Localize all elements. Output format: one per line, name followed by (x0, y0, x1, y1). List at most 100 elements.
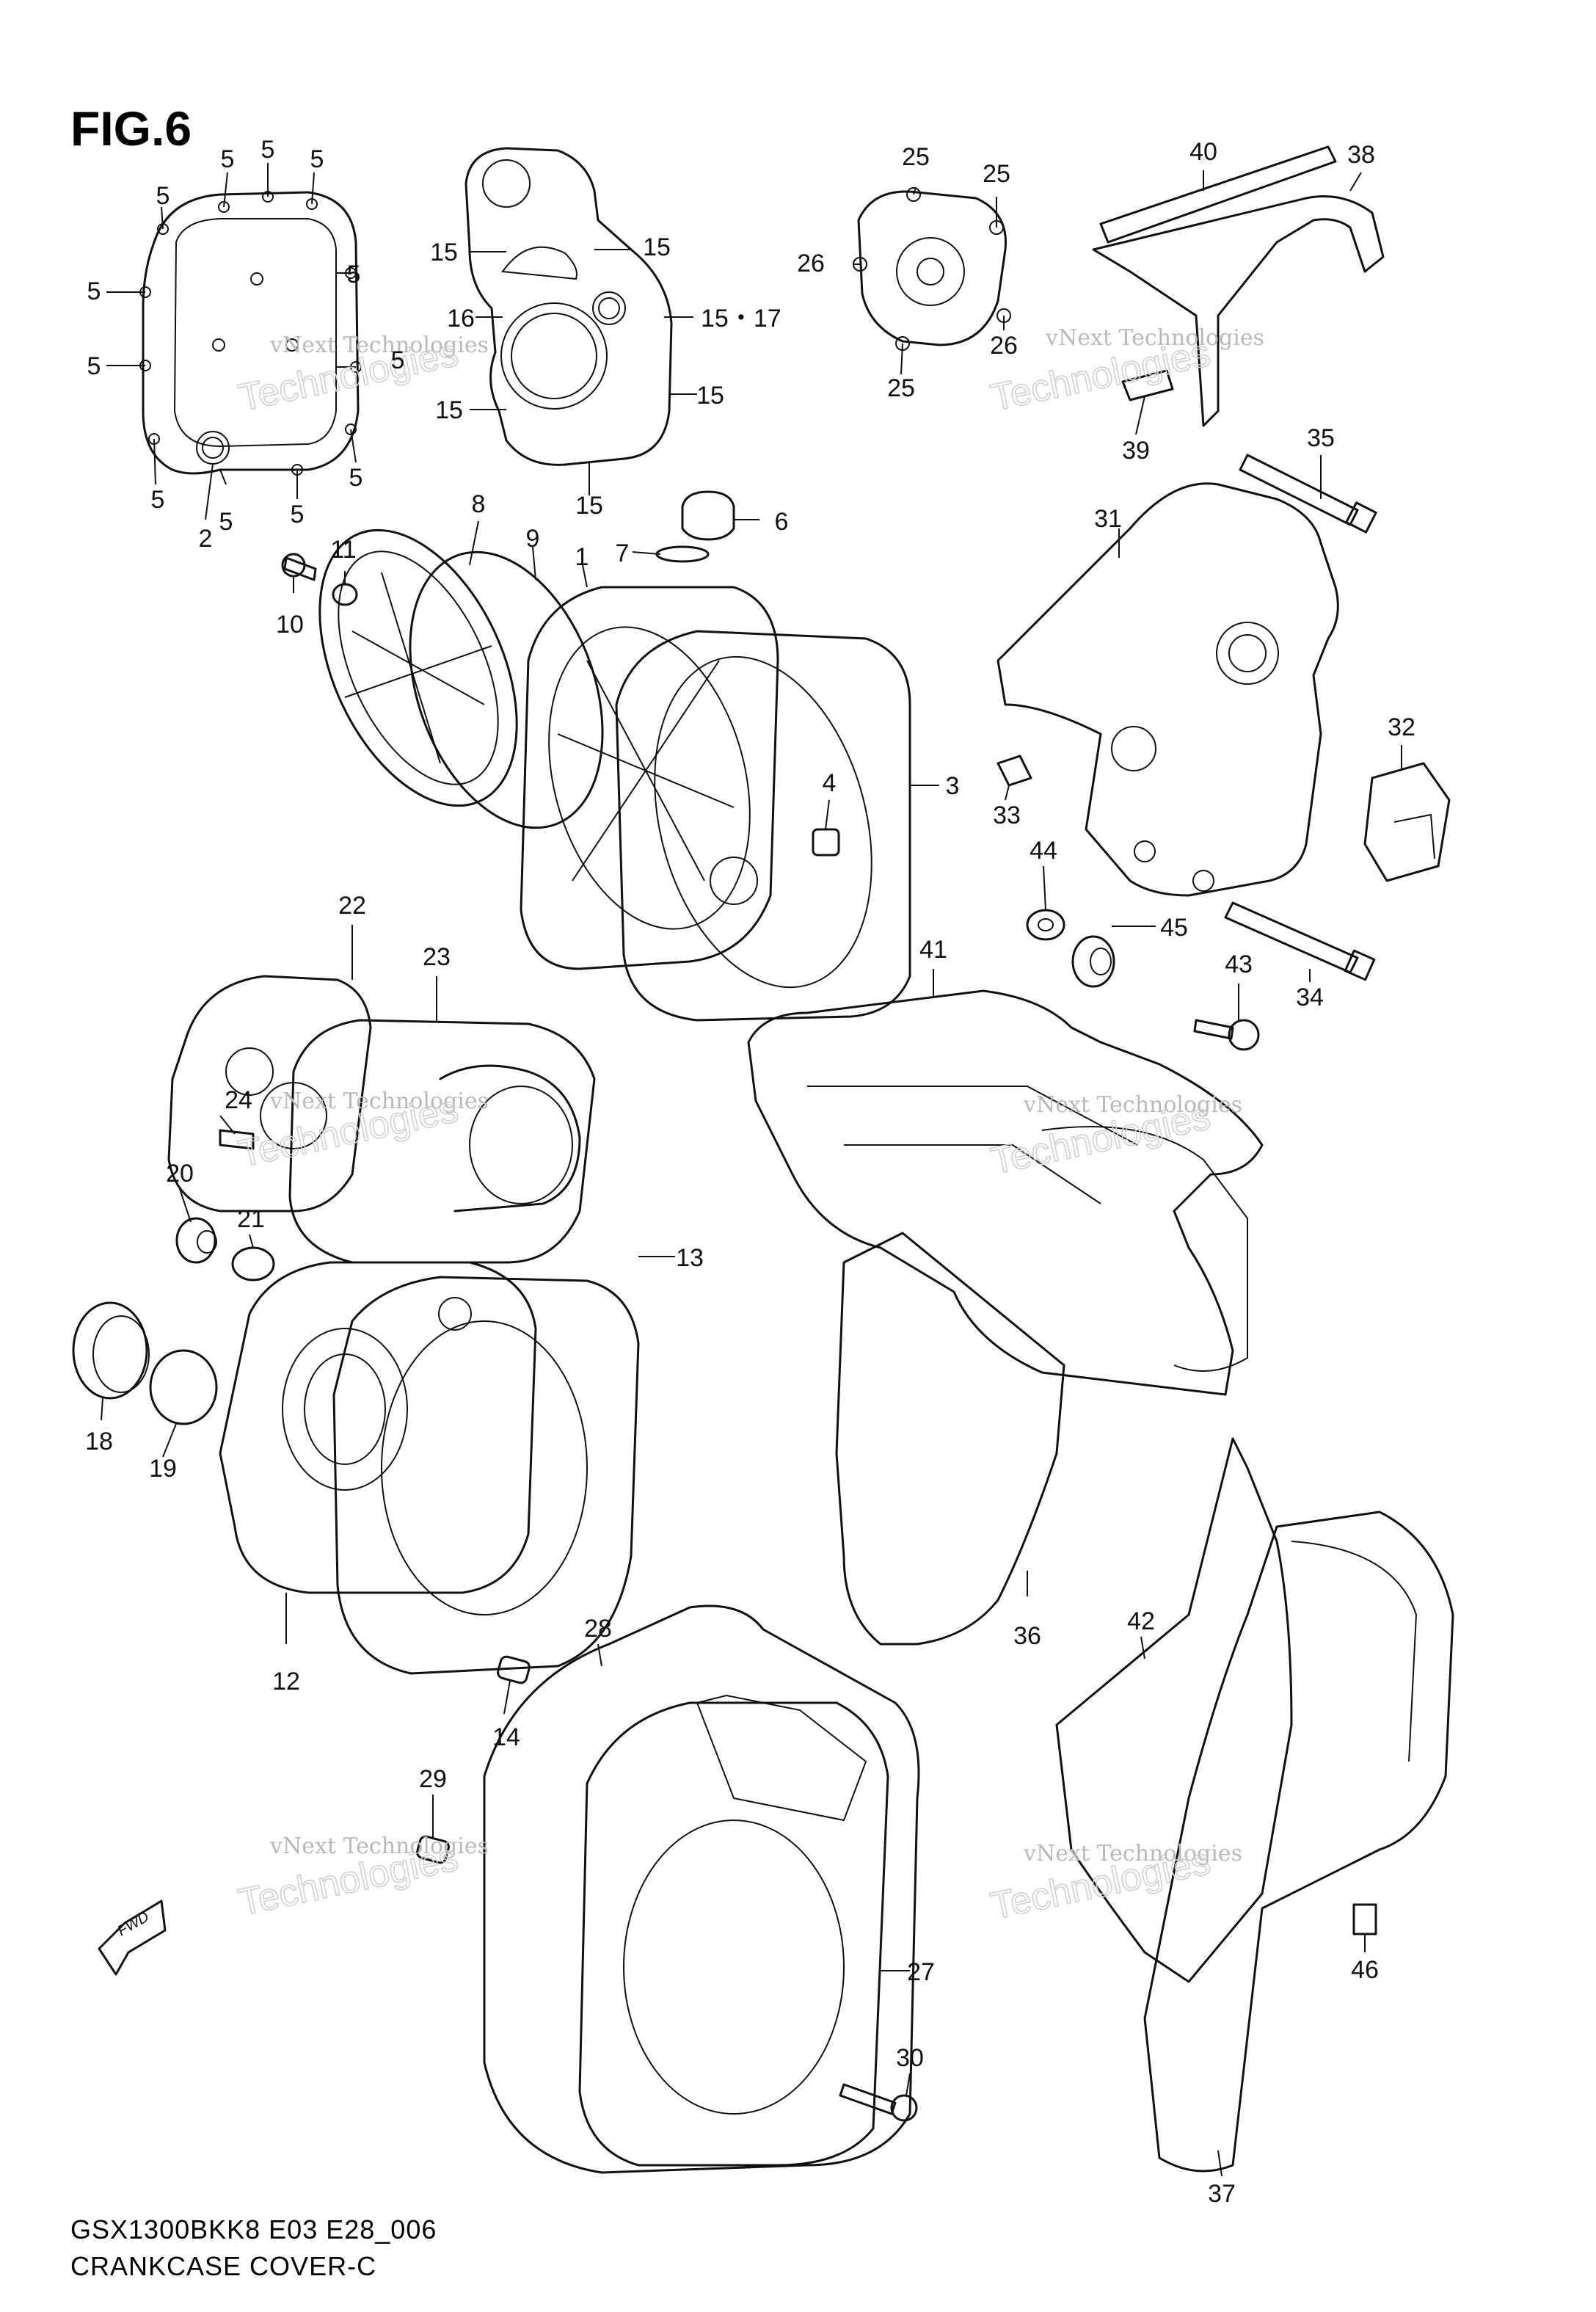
svg-text:vNext Technologies: vNext Technologies (1023, 1841, 1242, 1866)
o-ring-19[interactable] (149, 1349, 218, 1425)
callout-4: 4 (823, 769, 837, 797)
callout-15: 15 (643, 233, 671, 261)
callout-5: 5 (310, 145, 324, 173)
callout-2: 2 (199, 525, 213, 553)
callout-5: 5 (151, 486, 165, 514)
spacer-39[interactable] (1121, 369, 1174, 401)
section-name: CRANKCASE COVER-C (70, 2251, 376, 2281)
gasket-3[interactable] (615, 630, 911, 1022)
o-ring-7[interactable] (655, 545, 710, 563)
callout-25: 25 (983, 160, 1010, 188)
callout-37: 37 (1208, 2180, 1236, 2208)
washer-44[interactable] (1026, 909, 1065, 941)
clip-46[interactable] (1352, 1903, 1377, 1935)
plate-8[interactable] (280, 499, 556, 837)
plug-20[interactable] (175, 1217, 217, 1264)
callout-15: 15 (435, 396, 463, 424)
oil-filler-cap-6[interactable] (681, 490, 735, 541)
svg-text:vNext Technologies: vNext Technologies (269, 1833, 489, 1859)
screw-43[interactable] (1193, 1019, 1260, 1051)
pin-24[interactable] (219, 1129, 255, 1150)
callout-11: 11 (330, 536, 356, 564)
callout-30: 30 (896, 2044, 924, 2072)
cover-12[interactable] (219, 1261, 537, 1594)
callout-25: 25 (887, 374, 915, 402)
watermark: vNext Technologies Technologies vNext Te… (235, 325, 1264, 1929)
figure-title: FIG.6 (70, 101, 192, 156)
callout-23: 23 (423, 943, 451, 971)
callout-5: 5 (347, 261, 361, 288)
grommet-45[interactable] (1071, 935, 1115, 988)
callout-5: 5 (221, 145, 235, 173)
svg-text:vNext Technologies: vNext Technologies (269, 332, 489, 358)
clutch-cover-inner-1[interactable] (517, 586, 781, 970)
callout-5: 5 (261, 136, 275, 164)
callout-5: 5 (291, 501, 305, 528)
callout-5: 5 (219, 508, 233, 536)
frame-bracket-31[interactable] (996, 482, 1339, 897)
spacer-33[interactable] (996, 755, 1032, 787)
callout-15: 15 (575, 492, 603, 520)
callout-29: 29 (419, 1765, 447, 1793)
side-cover-37[interactable] (1143, 1511, 1454, 2173)
callout-15: 15 (696, 382, 724, 410)
bolt-34[interactable] (1224, 901, 1376, 981)
gasket-9[interactable] (375, 526, 638, 855)
nut-11[interactable] (332, 583, 358, 606)
callout-9: 9 (526, 525, 540, 553)
bolt-10[interactable] (281, 553, 317, 581)
support-bracket-38[interactable] (1092, 195, 1385, 427)
frame-cover-36[interactable] (835, 1126, 1248, 1646)
rubber-mount-32[interactable] (1363, 762, 1451, 882)
fwd-arrow-icon: FWD (98, 1900, 167, 1976)
gasket-13[interactable] (332, 1276, 640, 1675)
callout-31: 31 (1094, 505, 1122, 533)
seal-strip-40[interactable] (1099, 145, 1337, 244)
callout-22: 22 (338, 892, 366, 920)
engine-side-cover-41[interactable] (747, 989, 1264, 1396)
dowel-pin-29[interactable] (416, 1835, 450, 1864)
callout-26: 26 (990, 332, 1018, 360)
callout-44: 44 (1030, 837, 1057, 865)
callout-25: 25 (902, 143, 930, 171)
callout-40: 40 (1189, 138, 1217, 166)
o-ring-21[interactable] (231, 1246, 275, 1282)
gasket-28[interactable] (483, 1604, 920, 2174)
svg-text:vNext Technologies: vNext Technologies (1023, 1092, 1242, 1118)
model-code: GSX1300BKK8 E03 E28_006 (70, 2214, 437, 2244)
callout-21: 21 (237, 1205, 265, 1233)
fwd-label: FWD (115, 1909, 152, 1940)
callout-5: 5 (87, 352, 101, 380)
callout-10: 10 (276, 611, 304, 639)
bolt-30[interactable] (839, 2083, 918, 2122)
svg-text:vNext Technologies: vNext Technologies (269, 1088, 489, 1114)
callout-35: 35 (1307, 424, 1335, 452)
callout-5: 5 (156, 182, 170, 210)
callout-14: 14 (492, 1723, 520, 1751)
oil-seal-18[interactable] (72, 1301, 150, 1400)
callout-18: 18 (85, 1428, 113, 1455)
gasket-23[interactable] (288, 1019, 596, 1264)
generator-cover[interactable] (464, 147, 673, 466)
callout-45: 45 (1160, 914, 1188, 942)
callout-3: 3 (946, 772, 960, 800)
callout-5: 5 (87, 277, 101, 305)
pump-cover[interactable] (853, 187, 1011, 351)
callout-5: 5 (349, 464, 363, 492)
side-cover-42[interactable] (1055, 1437, 1293, 1983)
callout-42: 42 (1127, 1607, 1155, 1635)
dowel-pin-14[interactable] (497, 1655, 531, 1684)
clutch-cover[interactable] (142, 191, 360, 475)
callout-7: 7 (616, 539, 630, 567)
callout-5: 5 (391, 346, 405, 374)
callout-8: 8 (472, 490, 486, 518)
callout-41: 41 (919, 936, 947, 964)
callout-26: 26 (797, 250, 825, 277)
callout-15-17: 15・17 (701, 305, 781, 332)
svg-text:vNext Technologies: vNext Technologies (1045, 325, 1264, 351)
callout-28: 28 (584, 1615, 612, 1643)
dowel-pin-4[interactable] (812, 828, 840, 857)
callout-32: 32 (1388, 713, 1415, 741)
callout-20: 20 (166, 1160, 194, 1188)
cover-27[interactable] (578, 1694, 889, 2167)
